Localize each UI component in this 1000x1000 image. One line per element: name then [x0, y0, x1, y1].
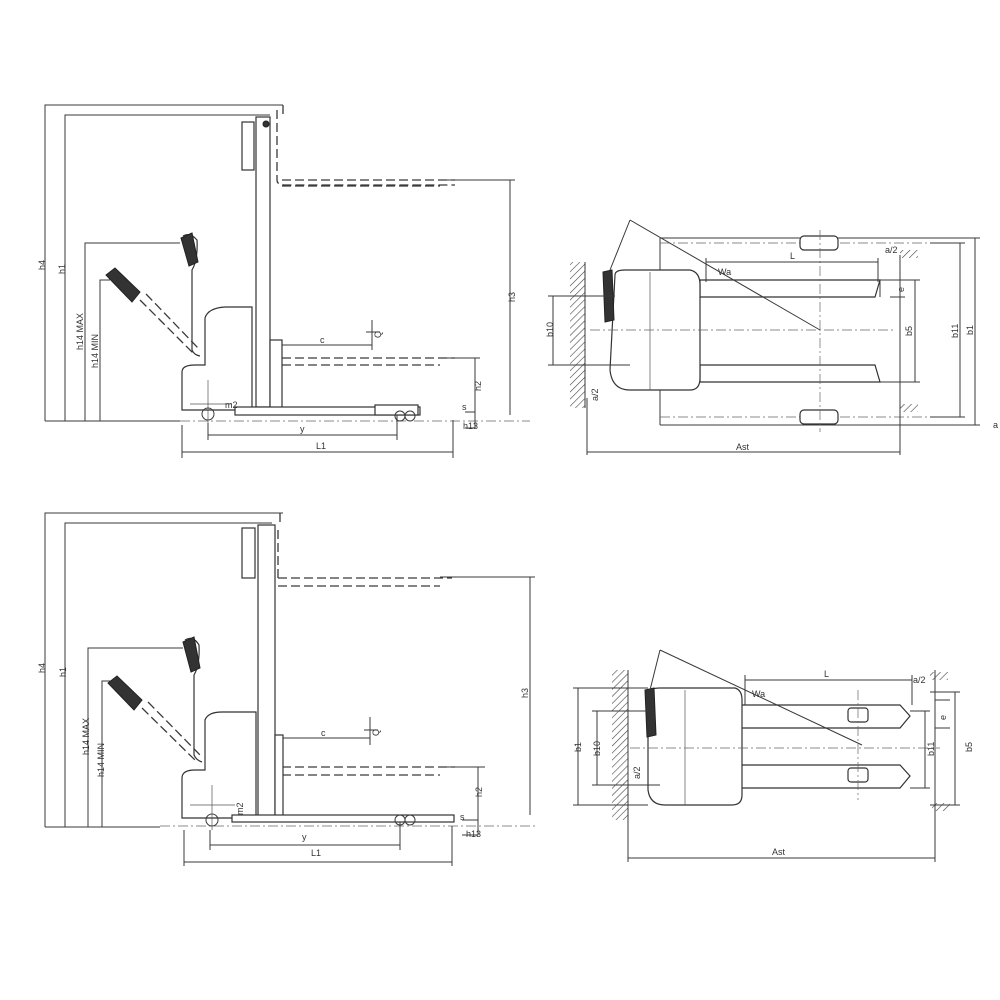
b11-dimension — [910, 710, 930, 789]
label-h1: h1 — [57, 264, 67, 274]
tiller-tilted — [107, 675, 143, 711]
h14-max-dimension — [87, 647, 183, 827]
h1-dimension — [64, 522, 272, 827]
label-ast: Ast — [772, 847, 786, 857]
truck-body — [181, 711, 257, 819]
label-y: y — [300, 424, 305, 434]
b10-dimension — [592, 710, 660, 786]
label-h1: h1 — [58, 667, 68, 677]
h14-min-dimension — [99, 279, 110, 421]
label-wa: Wa — [752, 689, 765, 699]
truck-body-plan — [647, 687, 743, 806]
tiller-tilted — [105, 267, 141, 303]
h14-min-dimension — [101, 680, 112, 827]
label-a2-right: a/2 — [885, 245, 898, 255]
h14-max-dimension — [84, 242, 180, 421]
mast — [257, 524, 276, 819]
label-e: e — [938, 715, 948, 720]
l1-dimension — [181, 420, 454, 458]
h4-dimension — [44, 104, 283, 421]
fork — [739, 764, 911, 789]
label-b10: b10 — [545, 322, 555, 337]
label-h2: h2 — [474, 787, 484, 797]
label-q: Q — [371, 729, 381, 736]
b11-dimension — [930, 242, 965, 418]
ast-dimension — [586, 398, 900, 455]
mast — [255, 116, 271, 408]
fork — [699, 279, 881, 298]
load-center-c — [283, 717, 378, 745]
battery-indicator-box — [241, 121, 255, 171]
plan-view-top: L Wa a/2 e b10 b5 b11 b1 a/2 Ast a — [545, 219, 998, 455]
turning-radius-line — [609, 219, 821, 331]
truck-body-plan — [609, 269, 701, 391]
label-a: a — [993, 420, 998, 430]
h4-dimension — [44, 512, 283, 827]
b1-dimension — [573, 687, 648, 806]
label-b1: b1 — [573, 742, 583, 752]
label-h2: h2 — [473, 381, 483, 391]
label-l: L — [824, 669, 829, 679]
label-a2-left: a/2 — [590, 388, 600, 401]
truck-body — [181, 306, 253, 411]
load-wheel — [799, 409, 839, 425]
wall-hatch — [612, 670, 628, 820]
label-h14-max: h14 MAX — [81, 718, 91, 755]
label-y: y — [302, 832, 307, 842]
label-b1: b1 — [965, 325, 975, 335]
h1-dimension — [64, 114, 270, 421]
label-m2: m2 — [235, 802, 245, 815]
l-dimension — [744, 675, 913, 705]
label-h14-max: h14 MAX — [75, 313, 85, 350]
label-l1: L1 — [311, 848, 321, 858]
wall-hatch — [570, 262, 585, 408]
turning-radius-line — [649, 649, 863, 746]
label-wa: Wa — [718, 267, 731, 277]
label-h4: h4 — [37, 260, 47, 270]
b10-dimension — [548, 295, 630, 366]
label-h3: h3 — [520, 688, 530, 698]
label-h14-min: h14 MIN — [90, 334, 100, 368]
plan-view-bottom: L Wa a/2 e b1 b10 a/2 b11 b5 Ast — [573, 649, 974, 862]
base-plate — [234, 406, 421, 416]
l1-dimension — [183, 826, 453, 866]
fork — [699, 364, 881, 383]
label-s: s — [460, 812, 465, 822]
y-dimension — [207, 415, 398, 440]
y-dimension — [209, 822, 401, 850]
label-h13: h13 — [466, 829, 481, 839]
label-h14-min: h14 MIN — [96, 743, 106, 777]
load-wheel — [799, 235, 839, 251]
label-h13: h13 — [463, 421, 478, 431]
label-l1: L1 — [316, 441, 326, 451]
l-dimension — [705, 258, 879, 282]
label-q: Q — [373, 331, 383, 338]
label-h3: h3 — [507, 292, 517, 302]
label-b10: b10 — [592, 741, 602, 756]
label-c: c — [320, 335, 325, 345]
base-plate — [231, 814, 455, 823]
side-view-bottom: h4 h1 h14 MAX h14 MIN h3 c Q h2 m2 s h13… — [37, 512, 535, 866]
label-e: e — [896, 287, 906, 292]
label-l: L — [790, 251, 795, 261]
b1-dimension — [930, 237, 980, 426]
label-h4: h4 — [37, 663, 47, 673]
label-b11: b11 — [926, 742, 936, 756]
label-s: s — [462, 402, 467, 412]
label-b11: b11 — [950, 324, 960, 338]
battery-indicator-box — [241, 527, 256, 579]
label-a2-left: a/2 — [632, 766, 642, 779]
load-center-c — [282, 320, 380, 350]
ast-dimension — [627, 820, 935, 862]
label-c: c — [321, 728, 326, 738]
label-b5: b5 — [964, 742, 974, 752]
fork — [739, 704, 911, 729]
label-m2: m2 — [225, 400, 238, 410]
label-ast: Ast — [736, 442, 750, 452]
label-a2-right: a/2 — [913, 675, 926, 685]
label-b5: b5 — [904, 326, 914, 336]
side-view-top: h4 h1 h14 MAX h14 MIN h3 c Q h2 m2 s h13… — [37, 104, 530, 458]
